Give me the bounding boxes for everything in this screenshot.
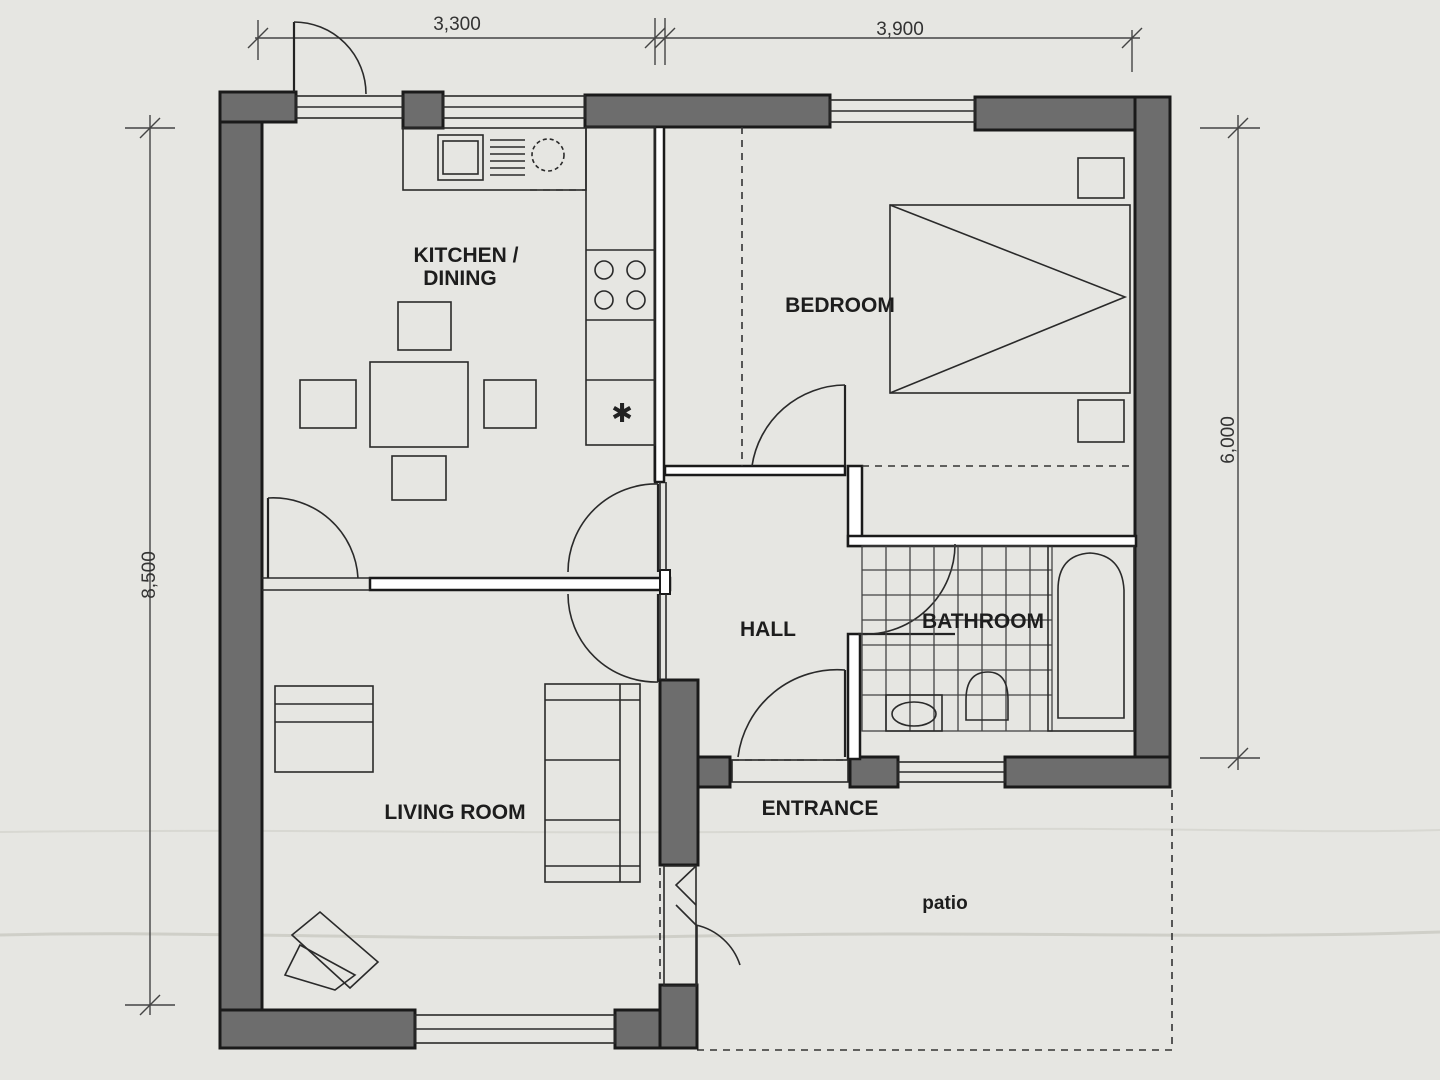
dimension-left-height: 8,500 <box>139 551 160 599</box>
bathroom-fittings <box>885 545 1135 732</box>
bedroom-label: BEDROOM <box>785 294 895 317</box>
paper-folds <box>0 827 1440 940</box>
outer-walls <box>218 90 1172 1050</box>
bathroom-tiles <box>861 545 1053 732</box>
living-room-furniture <box>274 683 641 991</box>
patio-label: patio <box>922 893 967 914</box>
drainer-grooves <box>490 139 525 176</box>
dimension-top-left: 3,300 <box>433 14 481 35</box>
dimension-lines <box>125 18 1260 1016</box>
dining-table <box>299 301 537 501</box>
kitchen-label-line1: KITCHEN / <box>414 244 519 267</box>
living-room-label: LIVING ROOM <box>384 801 525 824</box>
bathroom-label: BATHROOM <box>922 610 1044 633</box>
dimension-top-right: 3,900 <box>876 19 924 40</box>
kitchen-fittings: ✱ <box>402 126 656 446</box>
doors <box>266 21 956 987</box>
bedroom-furniture <box>741 127 1135 467</box>
hall-label: HALL <box>740 618 796 641</box>
windows <box>295 95 1006 1044</box>
kitchen-label-line2: DINING <box>423 267 497 290</box>
dimension-right-height: 6,000 <box>1218 416 1239 464</box>
hob <box>594 260 646 310</box>
entrance-label: ENTRANCE <box>762 797 879 820</box>
appliance-star-icon: ✱ <box>611 399 633 429</box>
interior-walls <box>262 125 1138 761</box>
patio-outline <box>659 790 1173 1051</box>
